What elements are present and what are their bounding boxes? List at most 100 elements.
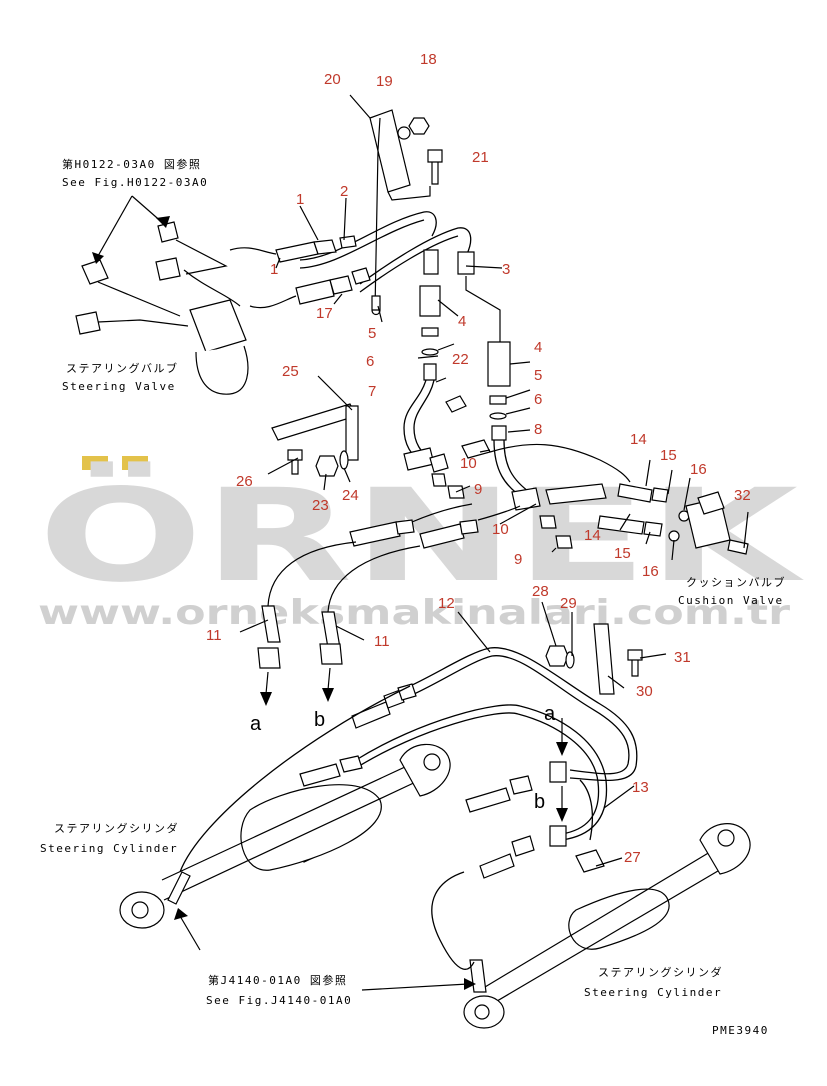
callout-3: 3 bbox=[502, 261, 510, 278]
callout-1a: 1 bbox=[296, 191, 304, 208]
valve-part-4 bbox=[487, 341, 511, 387]
hose-nut-1b bbox=[329, 275, 353, 295]
hose-nut-13a bbox=[339, 755, 363, 773]
cylinder-right-rod-b bbox=[491, 857, 741, 1005]
hose-nut-r2 bbox=[511, 835, 535, 857]
callout-16: 16 bbox=[642, 563, 659, 580]
tee-right-b bbox=[549, 825, 567, 847]
ref-bottom-leader-2 bbox=[361, 983, 469, 991]
callout-15a: 15 bbox=[660, 447, 677, 464]
callout-14: 14 bbox=[584, 527, 601, 544]
hose-nut-11a bbox=[257, 647, 281, 669]
washer-part-24 bbox=[339, 450, 349, 470]
tube-to-right-cyl bbox=[431, 871, 475, 970]
hose-fitting-14b bbox=[597, 515, 645, 535]
watermark-dot-left bbox=[82, 456, 108, 470]
fitting-part-7 bbox=[423, 363, 437, 381]
callout-12: 12 bbox=[438, 595, 455, 612]
cylinder-left-barrel bbox=[240, 784, 382, 871]
tee-part-10 bbox=[511, 487, 541, 511]
fitting-part-3a bbox=[423, 249, 439, 275]
flow-letters: a b a b bbox=[250, 703, 556, 813]
watermark-url: www.orneksmakinalari.com.tr bbox=[38, 593, 790, 633]
callout-5a: 5 bbox=[368, 325, 376, 342]
callout-16a: 16 bbox=[690, 461, 707, 478]
cylinder-left-eye-hole bbox=[423, 753, 441, 771]
oring-part-6a bbox=[421, 348, 439, 356]
hose-11b-line bbox=[327, 545, 421, 613]
nut-part-15 bbox=[651, 487, 669, 503]
plug-part-9 bbox=[539, 515, 557, 529]
cylinder-right-en: Steering Cylinder bbox=[584, 986, 722, 999]
bracket-foot bbox=[387, 186, 431, 201]
cushion-valve-jp: クッションバルブ bbox=[686, 575, 786, 589]
hose-nut-1a bbox=[313, 239, 337, 255]
hose-end-11a bbox=[261, 605, 281, 643]
tube-13-inner bbox=[355, 712, 600, 835]
arrow-a-right-head bbox=[556, 742, 568, 756]
hose-14-upper-line bbox=[489, 443, 631, 483]
pipe-steering-left-b bbox=[97, 319, 189, 327]
tube-12-outer bbox=[409, 647, 638, 782]
callout-leaders bbox=[239, 197, 749, 867]
bolt-part-31 bbox=[627, 649, 643, 677]
pipe-steering-top-b bbox=[183, 269, 241, 307]
hose-fitting-1b bbox=[295, 279, 335, 305]
ref-bottom-en: See Fig.J4140-01A0 bbox=[206, 994, 352, 1007]
cylinder-left-mount-hole bbox=[131, 901, 149, 919]
hose-fitting-14 bbox=[617, 483, 653, 503]
ref-bottom-arrow-1 bbox=[174, 908, 188, 920]
callout-25: 25 bbox=[282, 363, 299, 380]
hose-line-1a bbox=[229, 247, 277, 255]
cap-part-9 bbox=[555, 535, 573, 549]
callout-10a: 10 bbox=[460, 455, 477, 472]
tube-12-inner bbox=[413, 655, 630, 775]
callout-29: 29 bbox=[560, 595, 577, 612]
pipe-7b bbox=[413, 379, 435, 459]
callout-18: 18 bbox=[420, 51, 437, 68]
callout-20: 20 bbox=[324, 71, 341, 88]
watermark-dot-right bbox=[122, 456, 148, 470]
cushion-valve-en: Cushion Valve bbox=[678, 594, 784, 607]
hose-nut-11a-top bbox=[395, 519, 415, 535]
callout-21: 21 bbox=[472, 149, 489, 166]
callout-1b: 1 bbox=[270, 261, 278, 278]
pipe-upper-2b bbox=[359, 235, 459, 293]
hose-line-1b bbox=[249, 295, 297, 309]
bolt-part-32 bbox=[727, 539, 749, 555]
tee-right-a bbox=[549, 761, 567, 783]
cylinder-left-port bbox=[167, 871, 191, 905]
callout-11a: 11 bbox=[206, 627, 222, 644]
ref-bottom-leader-1 bbox=[179, 915, 201, 951]
leader-20 bbox=[349, 94, 381, 311]
seal-part-5 bbox=[489, 395, 507, 405]
hose-nut-11b bbox=[319, 643, 343, 665]
cylinder-left-eye bbox=[399, 743, 451, 797]
callout-4: 4 bbox=[534, 339, 542, 356]
callout-24: 24 bbox=[342, 487, 359, 504]
callout-10: 10 bbox=[492, 521, 509, 538]
callout-32: 32 bbox=[734, 487, 751, 504]
clip-part-5 bbox=[371, 295, 381, 316]
valve-part-4a bbox=[419, 285, 441, 317]
callout-8: 8 bbox=[534, 421, 542, 438]
labels: 第H0122-03A0 図参照 See Fig.H0122-03A0 ステアリン… bbox=[40, 157, 786, 1037]
steering-valve-jp: ステアリングバルブ bbox=[66, 361, 179, 375]
oring-part-16b bbox=[668, 530, 680, 542]
arrow-b-left-head bbox=[322, 688, 334, 702]
tube-to-left-cyl bbox=[179, 685, 411, 873]
steering-valve-en: Steering Valve bbox=[62, 380, 176, 393]
cylinder-right-mount-hole bbox=[474, 1004, 490, 1020]
callout-27: 27 bbox=[624, 849, 641, 866]
bracket-part-30 bbox=[593, 623, 615, 695]
callout-22: 22 bbox=[452, 351, 469, 368]
hose-fitting-12a bbox=[351, 701, 391, 729]
cylinder-left-rod bbox=[161, 759, 421, 881]
seal-part-5a bbox=[421, 327, 439, 337]
plug-part-9a bbox=[431, 473, 447, 487]
bolt-part-21 bbox=[427, 149, 443, 185]
bolt-part-26 bbox=[287, 449, 303, 475]
arrow-b-right-head bbox=[556, 808, 568, 822]
flow-letter-b-left: b bbox=[314, 709, 325, 731]
elbow-steering-top bbox=[157, 221, 179, 243]
